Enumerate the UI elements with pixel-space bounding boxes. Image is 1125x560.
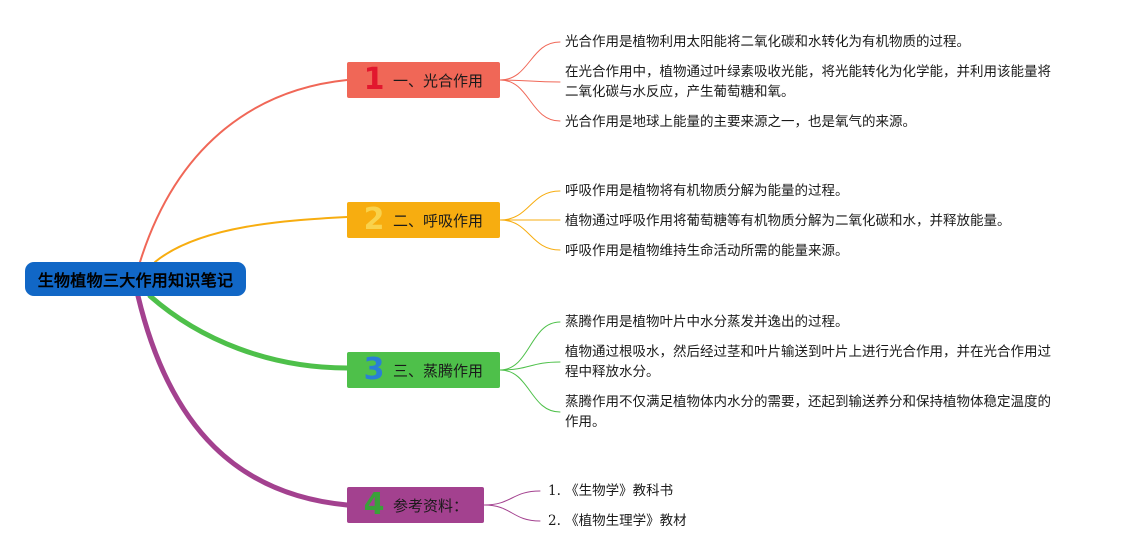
leaf-note[interactable]: 光合作用是植物利用太阳能将二氧化碳和水转化为有机物质的过程。 [565,34,970,50]
leaf-connector [499,219,561,251]
branch-number-3: 3 [363,352,385,387]
leaf-connector [499,79,561,83]
leaf-note[interactable]: 植物通过根吸水，然后经过茎和叶片输送到叶片上进行光合作用，并在光合作用过程中释放… [565,344,1051,380]
leaf-connector [499,190,561,221]
branch-number-4: 4 [363,487,385,522]
leaf-note[interactable]: 呼吸作用是植物维持生命活动所需的能量来源。 [565,243,849,259]
leaf-note[interactable]: 光合作用是地球上能量的主要来源之一，也是氧气的来源。 [565,114,916,130]
leaf-connector [499,79,561,122]
leaf-note[interactable]: 蒸腾作用是植物叶片中水分蒸发并逸出的过程。 [565,314,849,330]
root-connector [139,79,348,263]
reference-item[interactable]: 2. 《植物生理学》教材 [548,513,687,529]
root-node[interactable]: 生物植物三大作用知识笔记 [25,262,246,296]
leaf-note[interactable]: 呼吸作用是植物将有机物质分解为能量的过程。 [565,183,849,199]
leaf-connector [499,369,561,413]
branch-label: 二、呼吸作用 [393,211,484,230]
branch-label: 参考资料： [393,496,469,515]
root-connector [154,216,348,263]
leaf-connector [499,41,561,81]
leaf-connector [483,504,541,522]
branch-number-2: 2 [363,202,385,237]
branch-label: 三、蒸腾作用 [393,361,484,380]
branch-node-respiration[interactable]: 2 二、呼吸作用 [347,202,500,238]
leaf-note[interactable]: 蒸腾作用不仅满足植物体内水分的需要，还起到输送养分和保持植物体稳定温度的作用。 [565,394,1051,430]
branch-node-transpiration[interactable]: 3 三、蒸腾作用 [347,352,500,388]
leaf-note[interactable]: 植物通过呼吸作用将葡萄糖等有机物质分解为二氧化碳和水，并释放能量。 [565,213,1011,229]
branch-node-references[interactable]: 4 参考资料： [347,487,484,523]
leaf-note[interactable]: 在光合作用中，植物通过叶绿素吸收光能，将光能转化为化学能，并利用该能量将二氧化碳… [565,64,1051,100]
branch-label: 一、光合作用 [393,71,484,90]
leaf-connector [483,490,541,506]
leaf-connector [499,321,561,371]
leaf-connector [499,361,561,371]
root-connector [135,293,350,508]
root-connector [147,293,350,371]
branch-number-1: 1 [363,62,385,97]
reference-item[interactable]: 1. 《生物学》教科书 [548,483,674,499]
root-label: 生物植物三大作用知识笔记 [37,271,234,290]
branch-node-photosynthesis[interactable]: 1 一、光合作用 [347,62,500,98]
